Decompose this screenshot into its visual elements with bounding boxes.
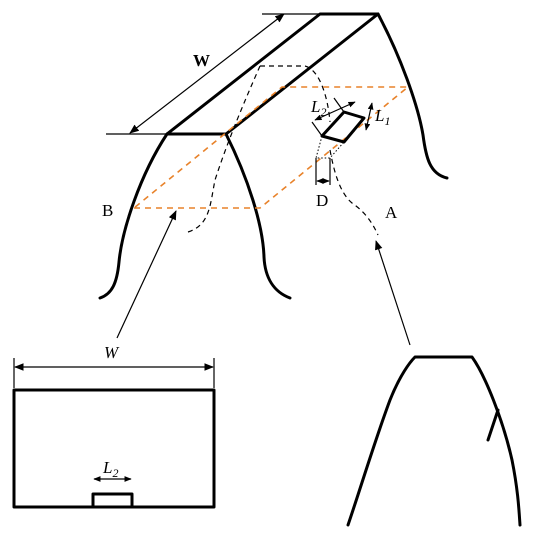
section-b-crack <box>91 492 134 509</box>
section-plane <box>131 86 411 209</box>
l2-top-label: L2 <box>310 97 326 119</box>
point-b-label: B <box>102 201 113 220</box>
width-dimension-line <box>129 13 285 134</box>
crack-path-a <box>329 149 379 236</box>
point-a-label: A <box>385 203 398 222</box>
l2-bottom-label: L2 <box>102 458 118 480</box>
l2-extension-2 <box>333 97 345 113</box>
back-right-flank <box>376 12 449 180</box>
point-d-label: D <box>316 191 328 210</box>
crack-depth-line <box>315 135 345 159</box>
width-label-top: W <box>193 51 210 70</box>
l2-dimension-line <box>314 101 356 121</box>
section-b-rectangle <box>12 388 216 509</box>
l1-label: L1 <box>374 106 390 128</box>
gear-tooth-3d: W D L2 L1 B A <box>98 12 449 346</box>
width-label-bottom: W <box>104 343 120 362</box>
front-left-flank <box>98 132 169 300</box>
front-right-flank <box>224 132 292 300</box>
leader-arrow-b <box>116 210 177 339</box>
section-view-a <box>346 355 522 527</box>
leader-arrow-a <box>375 240 411 346</box>
l2-extension-1 <box>311 121 323 137</box>
tooth-top-face <box>165 12 380 136</box>
section-view-b: W L2 <box>12 343 216 509</box>
crack-rectangle <box>320 110 366 144</box>
section-a-crack <box>486 408 500 442</box>
l1-dimension-line <box>364 102 374 131</box>
section-a-tooth-profile <box>346 355 522 527</box>
